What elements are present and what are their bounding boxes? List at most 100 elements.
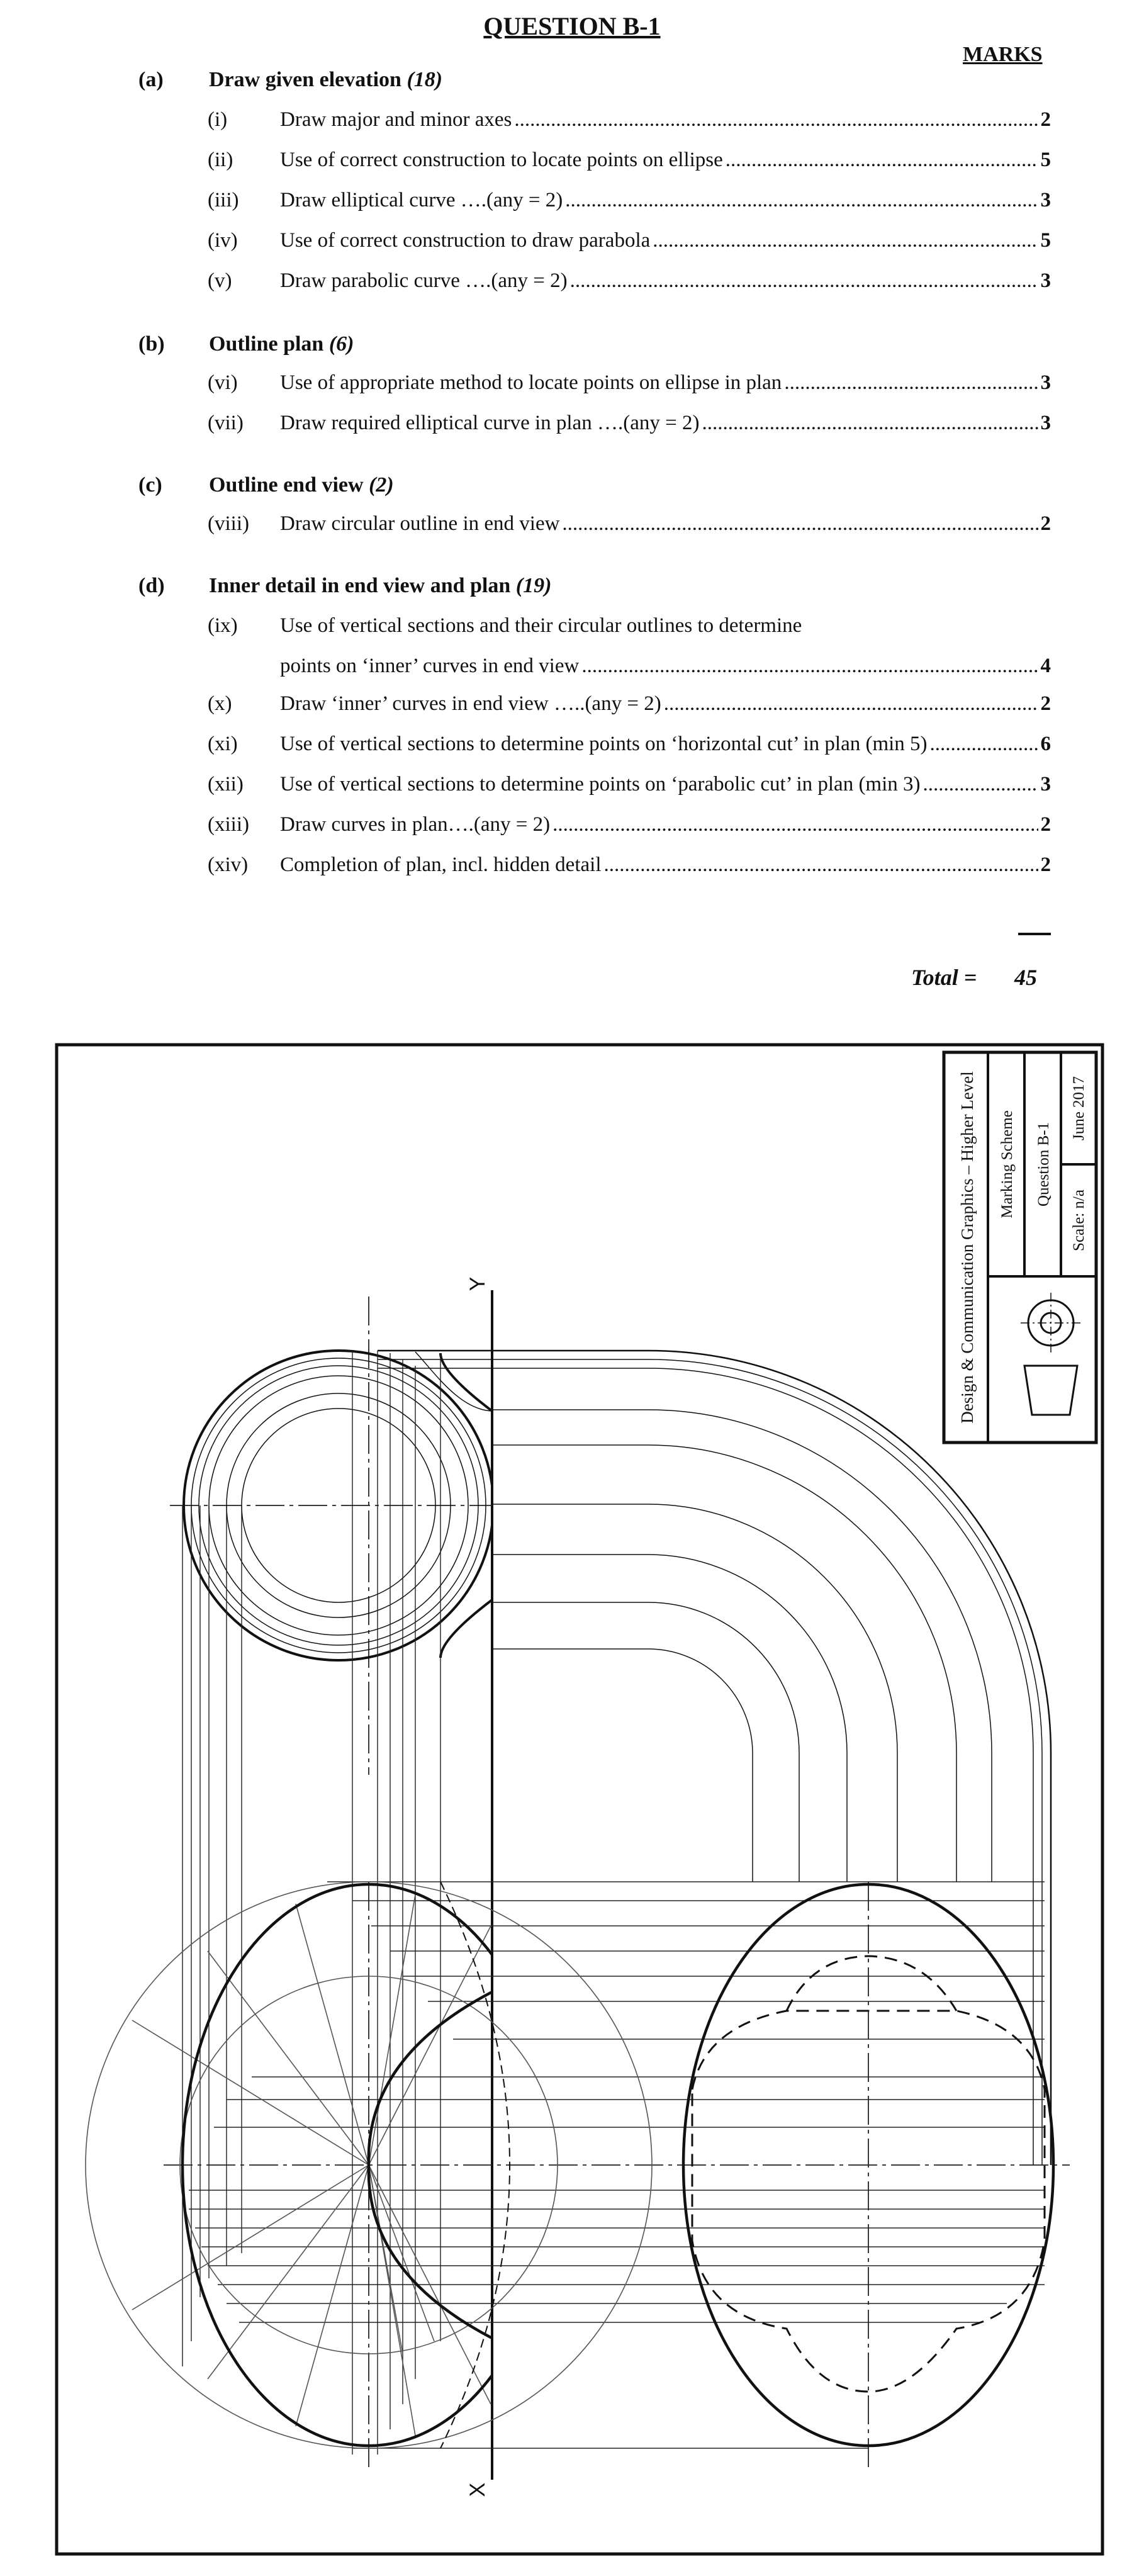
marks-header: MARKS	[963, 43, 1043, 66]
marks-item: (x) Draw ‘inner’ curves in end view …..(…	[208, 692, 1051, 720]
item-number: (iii)	[208, 189, 239, 211]
item-marks: 2	[1040, 692, 1051, 715]
item-number: (xii)	[208, 773, 244, 796]
marks-item: (vii) Draw required elliptical curve in …	[208, 412, 1051, 439]
marks-item-continued: points on ‘inner’ curves in end view....…	[208, 655, 1051, 682]
item-text: Draw elliptical curve ….(any = 2)	[280, 189, 563, 211]
leader-dots: ........................................…	[603, 853, 1038, 876]
leader-dots: ........................................…	[784, 371, 1038, 394]
marks-item: (viii) Draw circular outline in end view…	[208, 512, 1051, 540]
elevation-construction	[85, 1881, 653, 2449]
total-value: 45	[1014, 965, 1037, 990]
item-text: Draw ‘inner’ curves in end view …..(any …	[280, 692, 661, 715]
marks-item: (iii) Draw elliptical curve ….(any = 2).…	[208, 189, 1051, 217]
marks-item: (v) Draw parabolic curve ….(any = 2)....…	[208, 269, 1051, 297]
leader-dots: ........................................…	[569, 269, 1038, 292]
item-number: (xiv)	[208, 853, 249, 876]
section-label: (a)	[138, 68, 164, 91]
tb-scale: Scale: n/a	[1070, 1190, 1087, 1251]
item-number: (iv)	[208, 229, 238, 252]
leader-dots: ........................................…	[725, 149, 1038, 171]
section-title: Inner detail in end view and plan	[209, 574, 511, 597]
marks-item: (xiv) Completion of plan, incl. hidden d…	[208, 853, 1051, 881]
leader-dots: ........................................…	[552, 813, 1038, 836]
section-label: (b)	[138, 332, 165, 356]
leader-dots: ........................................…	[653, 229, 1038, 252]
item-marks: 3	[1040, 371, 1051, 394]
item-number: (ii)	[208, 149, 233, 171]
marks-item: (xiii) Draw curves in plan….(any = 2)...…	[208, 813, 1051, 841]
total-label: Total =	[911, 965, 977, 990]
item-number: (v)	[208, 269, 232, 292]
item-number: (i)	[208, 108, 228, 131]
tb-subject: Design & Communication Graphics – Higher…	[958, 1071, 977, 1423]
section-title: Outline end view	[209, 473, 364, 497]
item-marks: 2	[1040, 813, 1051, 836]
leader-dots: ........................................…	[581, 655, 1038, 677]
section-marks: (19)	[515, 574, 552, 597]
horizontal-projectors	[189, 1881, 1045, 2449]
bend-arcs	[378, 1349, 1052, 2165]
elevation-outline	[181, 1881, 510, 2449]
item-number: (vi)	[208, 371, 238, 394]
section-title: Outline plan	[209, 332, 324, 356]
section-label: (d)	[138, 574, 165, 597]
sheet-border	[55, 1043, 1104, 2556]
item-text: Use of correct construction to locate po…	[280, 149, 723, 171]
page-title: QUESTION B-1	[483, 12, 661, 40]
item-text: Draw required elliptical curve in plan ……	[280, 412, 700, 434]
leader-dots: ........................................…	[565, 189, 1038, 211]
item-text: Use of appropriate method to locate poin…	[280, 371, 782, 394]
projector-lines	[182, 1351, 441, 2455]
item-text: Use of vertical sections to determine po…	[280, 733, 928, 755]
item-text: Use of vertical sections to determine po…	[280, 773, 921, 796]
item-marks: 3	[1040, 189, 1051, 211]
leader-dots: ........................................…	[702, 412, 1038, 434]
item-marks: 3	[1040, 269, 1051, 292]
item-marks: 5	[1040, 229, 1051, 252]
item-text: Completion of plan, incl. hidden detail	[280, 853, 602, 876]
leader-dots: ........................................…	[922, 773, 1038, 796]
marks-item: (ix) Use of vertical sections and their …	[208, 614, 1051, 642]
x-label: X	[466, 2483, 490, 2497]
leader-dots: ........................................…	[663, 692, 1038, 715]
item-text: Draw curves in plan….(any = 2)	[280, 813, 551, 836]
marks-item: (i) Draw major and minor axes...........…	[208, 108, 1051, 136]
title-block	[942, 1050, 1098, 1444]
leader-dots: ........................................…	[929, 733, 1038, 755]
item-marks: 2	[1040, 108, 1051, 131]
leader-dots: ........................................…	[562, 512, 1038, 535]
plan-view	[681, 1882, 1055, 2448]
section-marks: (6)	[328, 332, 354, 356]
item-text: Use of correct construction to draw para…	[280, 229, 651, 252]
item-number: (viii)	[208, 512, 249, 535]
logo-trapezium	[1023, 1364, 1079, 1416]
item-text: Draw major and minor axes	[280, 108, 512, 131]
item-number: (ix)	[208, 614, 238, 637]
item-marks: 4	[1040, 655, 1051, 677]
tb-date: June 2017	[1070, 1076, 1087, 1140]
leader-dots: ........................................…	[514, 108, 1038, 131]
item-text: Use of vertical sections and their circu…	[280, 614, 802, 637]
item-text: Draw circular outline in end view	[280, 512, 560, 535]
section-marks: (2)	[369, 473, 394, 497]
item-number: (xiii)	[208, 813, 249, 836]
item-marks: 3	[1040, 412, 1051, 434]
item-text: Draw parabolic curve ….(any = 2)	[280, 269, 568, 292]
tb-question: Question B-1	[1035, 1122, 1052, 1206]
item-number: (xi)	[208, 733, 238, 755]
item-text-continued: points on ‘inner’ curves in end view	[280, 655, 580, 677]
item-number: (vii)	[208, 412, 244, 434]
marks-item: (xi) Use of vertical sections to determi…	[208, 733, 1051, 760]
y-label: Y	[466, 1277, 490, 1291]
marks-item: (xii) Use of vertical sections to determ…	[208, 773, 1051, 801]
total-rule	[1018, 933, 1051, 935]
item-marks: 5	[1040, 149, 1051, 171]
item-marks: 6	[1040, 733, 1051, 755]
tb-doc-type: Marking Scheme	[999, 1110, 1016, 1218]
marks-item: (ii) Use of correct construction to loca…	[208, 149, 1051, 176]
marks-item: (vi) Use of appropriate method to locate…	[208, 371, 1051, 399]
item-marks: 2	[1040, 512, 1051, 535]
item-marks: 2	[1040, 853, 1051, 876]
